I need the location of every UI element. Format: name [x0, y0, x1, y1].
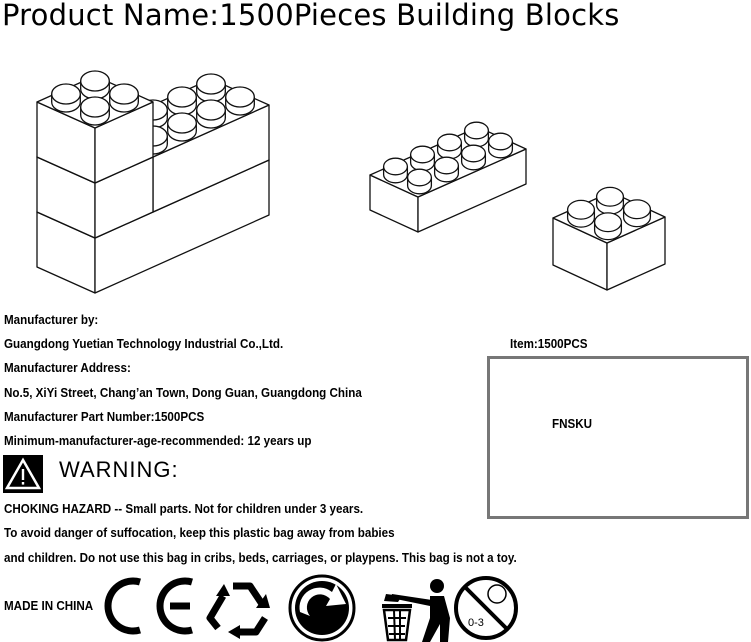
brick-stud: [51, 83, 81, 105]
compliance-icons: 0-3: [104, 574, 518, 642]
warning-line: CHOKING HAZARD -- Small parts. Not for c…: [4, 502, 364, 516]
warning-line: To avoid danger of suffocation, keep thi…: [4, 526, 395, 540]
brick-stud: [80, 96, 110, 118]
brick-stud: [167, 86, 197, 108]
manufacturer-address: No.5, XiYi Street, Chang’an Town, Dong G…: [4, 386, 362, 400]
brick-stud: [225, 86, 255, 108]
brick-stud: [433, 156, 460, 175]
tidyman-icon: [382, 579, 450, 642]
brick-stud: [167, 112, 197, 134]
brick-stud: [406, 168, 433, 187]
building-blocks-illustration: [36, 70, 666, 294]
recycle-icon: [206, 582, 270, 639]
fnsku-label-box: FNSKU: [487, 356, 749, 519]
brick-stud: [593, 212, 623, 233]
brick-stud: [436, 133, 463, 152]
ce-mark-icon: [104, 577, 193, 635]
product-title: Product Name:1500Pieces Building Blocks: [2, 0, 620, 32]
brick-stud: [487, 132, 514, 151]
warning-title: WARNING:: [59, 457, 179, 482]
brick-stud: [409, 145, 436, 164]
brick-stud: [196, 73, 226, 95]
manufacturer-name: Guangdong Yuetian Technology Industrial …: [4, 337, 284, 351]
brick-stud: [460, 144, 487, 163]
green-dot-icon: [288, 574, 356, 642]
brick-stud: [382, 157, 409, 176]
brick-stud: [622, 199, 652, 220]
item-count: Item:1500PCS: [510, 337, 588, 351]
warning-line: and children. Do not use this bag in cri…: [4, 551, 517, 565]
brick-stud: [595, 186, 625, 207]
brick-stud: [463, 121, 490, 140]
brick-stud: [196, 99, 226, 121]
age-recommendation: Minimum-manufacturer-age-recommended: 12…: [4, 434, 312, 448]
warning-triangle-icon: [3, 455, 43, 493]
brick-stud: [109, 83, 139, 105]
brick-stud: [80, 70, 110, 92]
made-in-china: MADE IN CHINA: [4, 599, 94, 613]
fnsku-text: FNSKU: [552, 417, 593, 431]
manufacturer-address-label: Manufacturer Address:: [4, 361, 131, 375]
age-range-label: 0-3: [468, 617, 484, 629]
not-for-under-3-icon: 0-3: [454, 576, 518, 640]
manufacturer-by-label: Manufacturer by:: [4, 313, 99, 327]
manufacturer-part-number: Manufacturer Part Number:1500PCS: [4, 410, 205, 424]
brick-stud: [566, 199, 596, 220]
